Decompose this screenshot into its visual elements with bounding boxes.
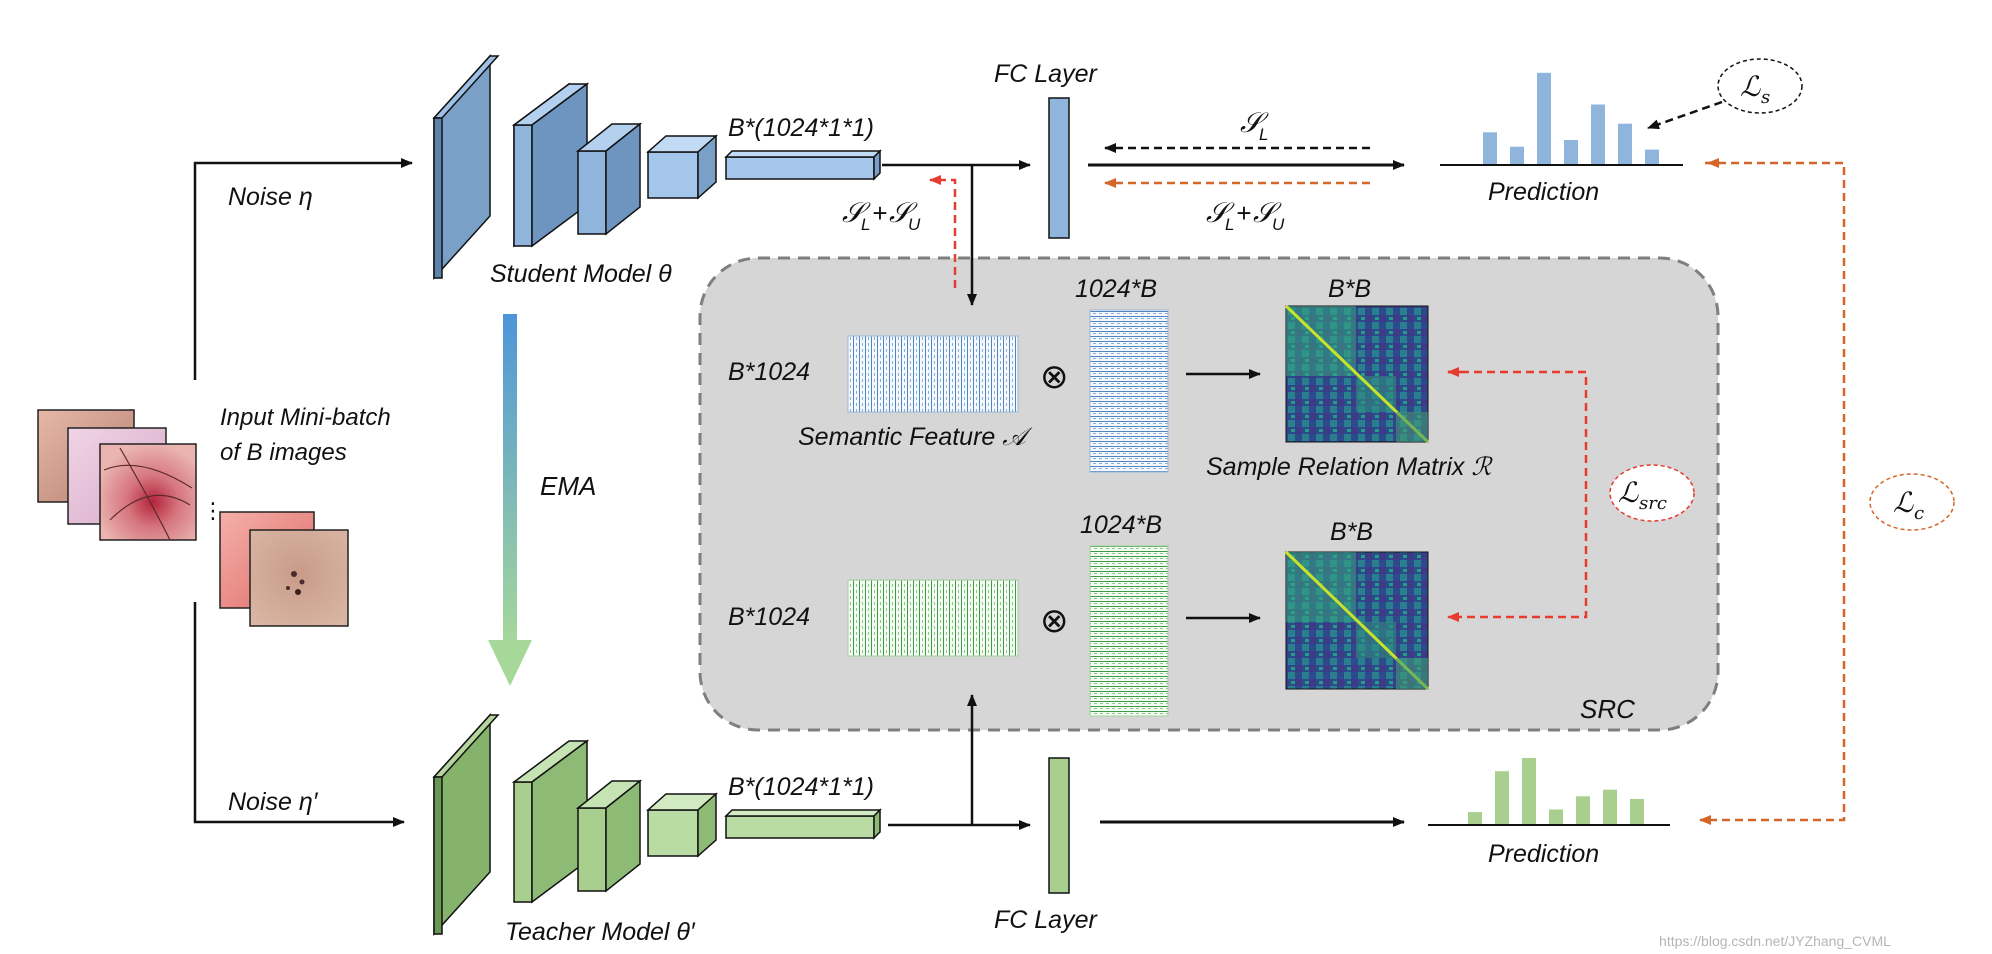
- student-model-label: Student Model θ: [490, 260, 672, 288]
- teacher-fc-layer: [1048, 757, 1070, 894]
- src-loss-path: [1447, 370, 1588, 622]
- src-gradient-feedback-arrow: [929, 175, 957, 288]
- input-to-student-line: [193, 158, 413, 380]
- consistency-loss-path: [1699, 161, 1846, 825]
- teacher-b1024-label: B*1024: [728, 603, 810, 631]
- prediction-bar: [1537, 72, 1551, 164]
- prediction-bar: [1591, 104, 1605, 164]
- prediction-bar: [1522, 758, 1536, 824]
- ema-arrow-shaft: [503, 314, 517, 644]
- src-module-box: [698, 256, 1720, 732]
- svg-text:c: c: [1914, 503, 1924, 524]
- teacher-1024b-label: 1024*B: [1080, 511, 1162, 539]
- loss-c-bubble: [1869, 473, 1955, 531]
- svg-text:ℒ: ℒ: [1740, 70, 1761, 103]
- loss-src-bubble: [1609, 464, 1695, 522]
- prediction-bar: [1618, 123, 1632, 164]
- student-fc-label: FC Layer: [994, 60, 1098, 88]
- sl-plus-su-label-right: 𝒮 L + 𝒮 U: [1206, 196, 1285, 234]
- teacher-semantic-feature-matrix: [847, 579, 1019, 657]
- sl-label-top: 𝒮 L: [1240, 106, 1269, 144]
- student-bb-label: B*B: [1328, 275, 1371, 303]
- prediction-bar: [1630, 798, 1644, 824]
- teacher-fc-label: FC Layer: [994, 906, 1098, 934]
- student-relation-heatmap: [1284, 304, 1430, 444]
- student-semantic-feature-matrix: [847, 335, 1019, 413]
- prediction-bar: [1603, 789, 1617, 824]
- input-label-line1: Input Mini-batch: [220, 404, 391, 431]
- prediction-bar: [1483, 132, 1497, 164]
- teacher-model-label: Teacher Model θ′: [505, 918, 696, 946]
- svg-text:+: +: [872, 198, 887, 228]
- loss-s-bubble: [1717, 58, 1803, 114]
- noise-student-label: Noise η: [228, 183, 313, 211]
- student-feature-dim-label: B*(1024*1*1): [728, 114, 874, 142]
- svg-text:L: L: [1259, 125, 1268, 144]
- loss-src-label: ℒ src: [1618, 476, 1667, 514]
- svg-text:L: L: [861, 215, 870, 234]
- student-transposed-feature-matrix: [1089, 309, 1169, 473]
- teacher-model-blocks: [432, 713, 882, 936]
- loss-s-label: ℒ s: [1740, 70, 1770, 108]
- src-module-label: SRC: [1580, 694, 1635, 724]
- prediction-bar: [1510, 146, 1524, 164]
- teacher-relation-heatmap: [1284, 550, 1430, 691]
- ema-label: EMA: [540, 471, 596, 501]
- semantic-feature-label: Semantic Feature 𝒜: [798, 423, 1033, 451]
- noise-teacher-label: Noise η′: [228, 788, 319, 816]
- prediction-bar: [1645, 149, 1659, 164]
- teacher-bb-label: B*B: [1330, 518, 1373, 546]
- svg-text:U: U: [1272, 215, 1285, 234]
- svg-text:+: +: [1236, 198, 1251, 228]
- prediction-bar: [1495, 771, 1509, 824]
- svg-text:ℒ: ℒ: [1618, 476, 1639, 509]
- student-b1024-label: B*1024: [728, 358, 810, 386]
- svg-text:src: src: [1639, 493, 1667, 514]
- loss-c-label: ℒ c: [1893, 486, 1924, 524]
- svg-text:s: s: [1761, 87, 1770, 108]
- input-to-teacher-line: [193, 602, 405, 827]
- teacher-prediction-histogram: [1468, 758, 1644, 824]
- student-model-blocks: [432, 54, 882, 280]
- svg-text:⋮: ⋮: [202, 499, 224, 524]
- student-fc-layer: [1048, 97, 1070, 239]
- prediction-bar: [1564, 140, 1578, 164]
- watermark-text: https://blog.csdn.net/JYZhang_CVML: [1659, 933, 1891, 949]
- input-image-stack: ⋮: [37, 409, 349, 627]
- student-prediction-label: Prediction: [1488, 178, 1599, 206]
- teacher-matmul-symbol: ⊗: [1040, 601, 1069, 641]
- teacher-prediction-label: Prediction: [1488, 840, 1599, 868]
- prediction-bar: [1549, 809, 1563, 824]
- student-matmul-symbol: ⊗: [1040, 357, 1069, 397]
- svg-text:L: L: [1225, 215, 1234, 234]
- sample-relation-label: Sample Relation Matrix ℛ: [1206, 453, 1493, 481]
- sl-plus-su-label-left: 𝒮 L + 𝒮 U: [842, 196, 921, 234]
- teacher-feature-dim-label: B*(1024*1*1): [728, 773, 874, 801]
- student-prediction-histogram: [1483, 72, 1659, 164]
- loss-s-arrow: [1647, 100, 1723, 130]
- svg-text:ℒ: ℒ: [1893, 486, 1914, 519]
- teacher-transposed-feature-matrix: [1089, 545, 1169, 717]
- prediction-bar: [1576, 796, 1590, 824]
- input-label-line2: of B images: [220, 439, 347, 466]
- student-1024b-label: 1024*B: [1075, 275, 1157, 303]
- svg-text:U: U: [908, 215, 921, 234]
- ema-arrow-head: [488, 640, 532, 686]
- prediction-bar: [1468, 812, 1482, 824]
